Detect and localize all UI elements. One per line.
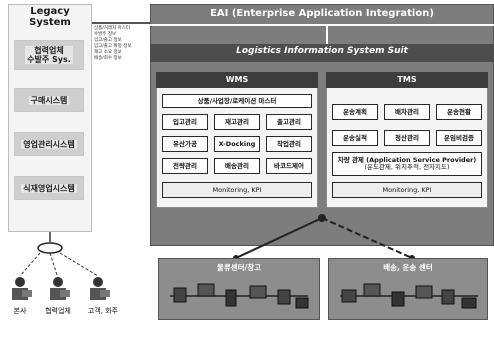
tms-title: TMS [326, 72, 488, 88]
legacy-box-label: 영업관리시스템 [21, 139, 77, 149]
client-links [12, 232, 110, 300]
legacy-eai-connector [92, 22, 150, 24]
network-link-right [321, 217, 413, 259]
legacy-box-partner-ordering: 협력업체 수발주 Sys. [14, 40, 84, 70]
interface-item: 입고/출고 정보 [94, 38, 122, 43]
network-link-left [235, 217, 323, 259]
interface-item: 재고 소요 정보 [94, 50, 122, 55]
wms-title: WMS [156, 72, 318, 88]
legacy-box-sales-management: 영업관리시스템 [14, 132, 84, 156]
tms-asp-sub: (운도관제, 위치추적, 전자지도) [364, 163, 450, 171]
tms-cell: 운송계획 [332, 104, 378, 120]
tms-cell: 운송현황 [436, 104, 482, 120]
delivery-network-label: 배송, 운송 센터 [383, 263, 433, 272]
interface-item: 수발주 정보 [94, 32, 117, 37]
network-links [233, 214, 415, 261]
tms-cell: 정산관리 [384, 130, 430, 146]
eai-bus-drop [326, 26, 328, 44]
delivery-network-panel [328, 258, 488, 320]
interface-item: 배송/회수 정보 [94, 56, 122, 61]
tms-cell: 운송실적 [332, 130, 378, 146]
legacy-box-food-sales: 식재영업시스템 [14, 176, 84, 200]
suit-title: Logistics Information System Suit [236, 46, 408, 56]
warehouse-devices-icon [170, 283, 309, 309]
partner-user-icon [50, 277, 70, 300]
wms-cell: X-Docking [214, 136, 260, 152]
wms-cell: 입고관리 [162, 114, 208, 130]
warehouse-network-label: 물류센터/창고 [216, 263, 262, 272]
interface-list: 상품/거래처 마스터 수발주 정보 입고/출고 정보 입고/출고 확정 정보 재… [94, 26, 150, 62]
wms-cell: 배송관리 [214, 158, 260, 174]
customer-user-icon [90, 277, 110, 300]
delivery-devices-icon [340, 283, 478, 309]
client-label-partner: 협력업체 [45, 307, 71, 315]
network-hub-node [318, 214, 326, 222]
tms-cell: 배차관리 [384, 104, 430, 120]
client-label-hq: 본사 [13, 307, 27, 315]
legacy-box-label: 식재영업시스템 [21, 183, 77, 193]
wms-cell: 바코드제어 [266, 158, 312, 174]
hq-user-icon [12, 277, 32, 300]
wms-cell: 전략관리 [162, 158, 208, 174]
router-icon [37, 242, 63, 254]
client-label-customer: 고객, 화주 [87, 307, 119, 315]
legacy-box-label: 협력업체 수발주 Sys. [25, 46, 73, 64]
wms-cell: 출고관리 [266, 114, 312, 130]
tms-monitoring-cell: Monitoring, KPI [332, 182, 482, 198]
tms-cell: 운임비검증 [436, 130, 482, 146]
wms-cell: 작업관리 [266, 136, 312, 152]
eai-bus-line [150, 24, 494, 26]
legacy-box-purchasing: 구매시스템 [14, 88, 84, 112]
eai-title: EAI (Enterprise Application Integration) [210, 8, 434, 19]
legacy-system-title: Legacy System [29, 6, 71, 28]
tms-asp-cell: 차량 관제 (Application Service Provider) (운도… [332, 152, 482, 176]
interface-item: 상품/거래처 마스터 [94, 26, 131, 31]
suit-band [150, 44, 494, 62]
wms-monitoring-cell: Monitoring, KPI [162, 182, 312, 198]
wms-cell: 유산가공 [162, 136, 208, 152]
wms-master-cell: 상품/사업장/로케이션 마스터 [162, 94, 312, 108]
interface-item: 입고/출고 확정 정보 [94, 44, 132, 49]
wms-cell: 재고관리 [214, 114, 260, 130]
legacy-box-label: 구매시스템 [28, 95, 70, 105]
tms-asp-label: 차량 관제 (Application Service Provider) [337, 156, 477, 164]
